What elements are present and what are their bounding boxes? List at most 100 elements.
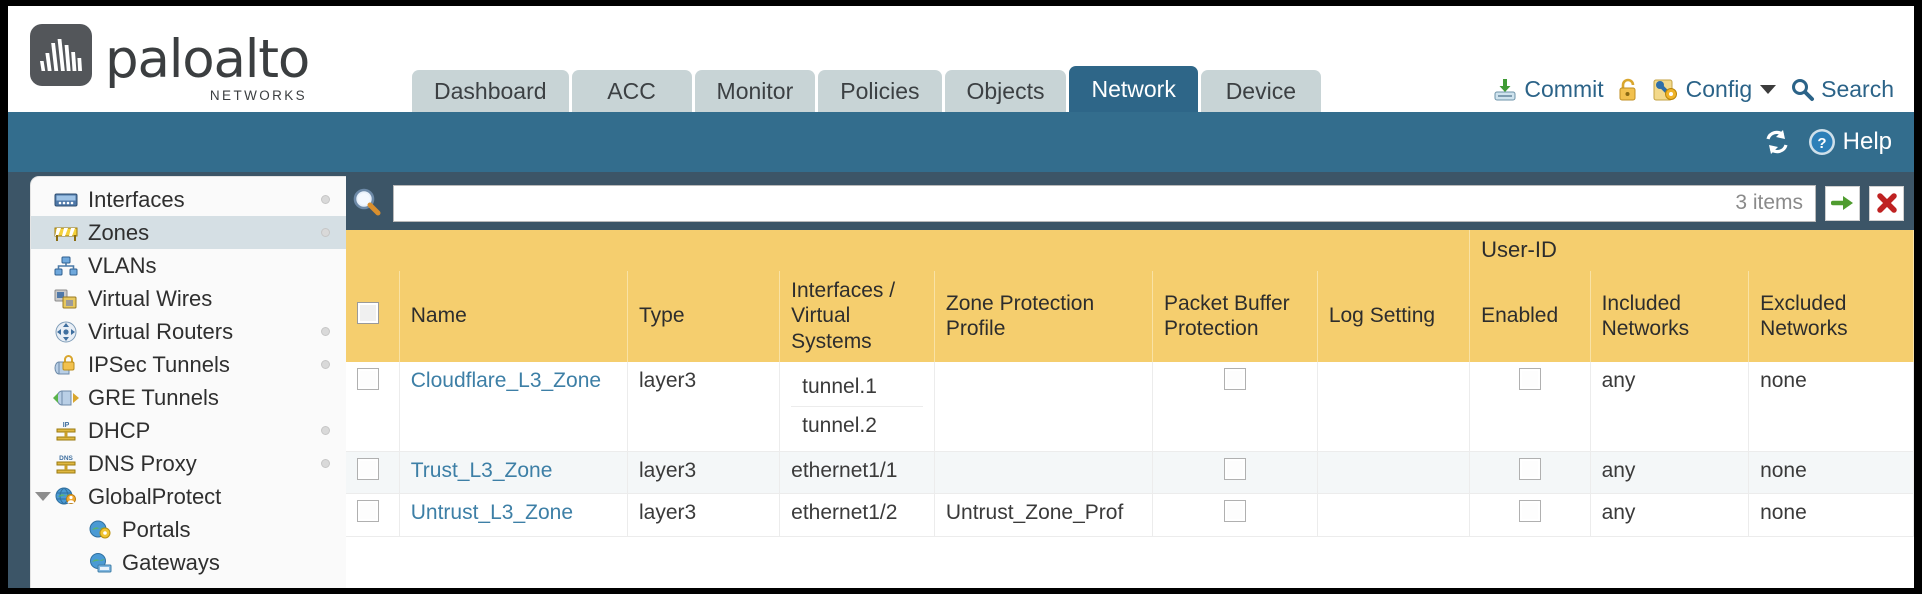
zones-table: User-ID Name Type Interfaces / Virtual S…: [346, 230, 1914, 537]
cell-packet-buffer-protection[interactable]: [1152, 361, 1318, 453]
row-select-cell[interactable]: [346, 493, 400, 537]
zone-name-link[interactable]: Cloudflare_L3_Zone: [410, 368, 602, 392]
row-checkbox[interactable]: [357, 458, 379, 481]
col-header-name[interactable]: Name: [399, 270, 629, 362]
sidebar-item-gateways[interactable]: Gateways: [31, 546, 346, 579]
sidebar-item-globalprotect[interactable]: GlobalProtect: [31, 480, 346, 513]
packet-buffer-protection-checkbox[interactable]: [1223, 500, 1246, 523]
packet-buffer-protection-checkbox[interactable]: [1223, 458, 1246, 481]
search-input-wrap[interactable]: 3 items: [393, 184, 1816, 222]
sidebar-item-virtual-routers[interactable]: Virtual Routers: [31, 315, 346, 348]
col-header-packet-buffer-protection[interactable]: Packet Buffer Protection: [1152, 270, 1318, 362]
cell-userid-enabled[interactable]: [1469, 493, 1591, 537]
apply-filter-button[interactable]: [1825, 185, 1860, 221]
cell-included-networks: any: [1590, 361, 1750, 453]
config-menu[interactable]: Config: [1652, 76, 1777, 103]
cell-name[interactable]: Trust_L3_Zone: [399, 451, 629, 495]
search-input[interactable]: [406, 191, 1726, 215]
row-select-cell[interactable]: [346, 361, 400, 453]
table-row[interactable]: Cloudflare_L3_Zone layer3 tunnel.1 tunne…: [346, 361, 1914, 453]
main-content: 3 items: [346, 176, 1914, 588]
userid-enabled-checkbox[interactable]: [1518, 458, 1541, 481]
col-header-zone-protection-profile[interactable]: Zone Protection Profile: [934, 270, 1153, 362]
table-row[interactable]: Untrust_L3_Zone layer3 ethernet1/2 Untru…: [346, 493, 1914, 537]
zones-table-wrap: User-ID Name Type Interfaces / Virtual S…: [346, 230, 1914, 588]
cell-packet-buffer-protection[interactable]: [1152, 451, 1318, 495]
sidebar-item-label: GRE Tunnels: [88, 384, 219, 410]
ipsec-tunnels-icon: [53, 354, 79, 376]
sidebar-item-vlans[interactable]: VLANs: [31, 249, 346, 282]
gre-tunnels-icon: [53, 387, 79, 409]
chevron-down-icon[interactable]: [35, 492, 51, 501]
cell-name[interactable]: Cloudflare_L3_Zone: [399, 361, 629, 453]
userid-enabled-checkbox[interactable]: [1518, 367, 1541, 390]
userid-enabled-checkbox[interactable]: [1518, 500, 1541, 523]
row-checkbox[interactable]: [357, 367, 379, 390]
refresh-button[interactable]: [1762, 128, 1792, 156]
sidebar-item-label: DHCP: [88, 417, 151, 443]
cell-userid-enabled[interactable]: [1469, 451, 1591, 495]
help-button[interactable]: ? Help: [1808, 128, 1892, 156]
sidebar-item-label: Virtual Wires: [88, 285, 213, 311]
clear-filter-button[interactable]: [1869, 185, 1904, 221]
tab-network[interactable]: Network: [1069, 66, 1198, 112]
sidebar-item-ipsec-tunnels[interactable]: IPSec Tunnels: [31, 348, 346, 381]
tab-policies[interactable]: Policies: [818, 70, 942, 112]
sidebar-item-dns-proxy[interactable]: DNS DNS Proxy: [31, 447, 346, 480]
col-header-included-networks[interactable]: Included Networks: [1590, 270, 1750, 362]
col-header-interfaces[interactable]: Interfaces / Virtual Systems: [779, 270, 935, 362]
brand-name: paloalto: [105, 29, 310, 90]
paloalto-logo-icon: [30, 24, 92, 86]
brand-logo[interactable]: paloalto NETWORKS: [30, 24, 310, 102]
commit-button[interactable]: Commit: [1492, 76, 1604, 103]
cell-name[interactable]: Untrust_L3_Zone: [399, 493, 629, 537]
search-filter-icon[interactable]: [350, 186, 384, 220]
cell-excluded-networks: none: [1748, 451, 1914, 495]
lock-button[interactable]: [1617, 77, 1639, 103]
cell-included-networks: any: [1590, 451, 1750, 495]
tab-dashboard[interactable]: Dashboard: [412, 70, 569, 112]
col-header-excluded-networks[interactable]: Excluded Networks: [1748, 270, 1914, 362]
group-spacer: [346, 230, 1471, 271]
svg-text:DNS: DNS: [59, 455, 73, 462]
interface-item: tunnel.1: [791, 368, 923, 407]
vlans-icon: [53, 255, 79, 277]
col-header-type[interactable]: Type: [627, 270, 781, 362]
packet-buffer-protection-checkbox[interactable]: [1223, 367, 1246, 390]
row-select-cell[interactable]: [346, 451, 400, 495]
cell-excluded-networks: none: [1748, 493, 1914, 537]
sidebar-nav: Interfaces: [31, 177, 346, 579]
sidebar-item-label: Zones: [88, 219, 150, 245]
sidebar-item-label: IPSec Tunnels: [88, 351, 230, 377]
select-all-checkbox[interactable]: [357, 301, 379, 324]
sidebar-item-portals[interactable]: Portals: [31, 513, 346, 546]
sidebar-item-zones[interactable]: Zones: [31, 216, 346, 249]
sidebar-item-interfaces[interactable]: Interfaces: [31, 183, 346, 216]
cell-userid-enabled[interactable]: [1469, 361, 1591, 453]
select-all-header[interactable]: [346, 270, 400, 362]
cell-zone-protection-profile: Untrust_Zone_Prof: [934, 493, 1153, 537]
col-header-enabled[interactable]: Enabled: [1469, 270, 1591, 362]
status-dot: [321, 195, 330, 204]
brand-wordmark: paloalto NETWORKS: [105, 29, 310, 102]
col-header-log-setting[interactable]: Log Setting: [1317, 270, 1471, 362]
cell-packet-buffer-protection[interactable]: [1152, 493, 1318, 537]
config-label: Config: [1685, 76, 1753, 102]
tab-monitor[interactable]: Monitor: [694, 70, 816, 112]
row-checkbox[interactable]: [357, 500, 379, 523]
search-button[interactable]: Search: [1789, 76, 1894, 103]
sub-toolbar: ? Help: [8, 112, 1914, 172]
config-icon: [1653, 79, 1677, 100]
tab-acc[interactable]: ACC: [571, 70, 692, 112]
sidebar-item-label: Interfaces: [88, 186, 185, 212]
svg-text:?: ?: [1817, 135, 1826, 152]
sidebar-item-virtual-wires[interactable]: Virtual Wires: [31, 282, 346, 315]
zone-name-link[interactable]: Untrust_L3_Zone: [410, 501, 574, 525]
interface-list: tunnel.1 tunnel.2: [791, 368, 923, 446]
sidebar-item-gre-tunnels[interactable]: GRE Tunnels: [31, 381, 346, 414]
tab-objects[interactable]: Objects: [944, 70, 1067, 112]
tab-device[interactable]: Device: [1200, 70, 1321, 112]
table-row[interactable]: Trust_L3_Zone layer3 ethernet1/1: [346, 451, 1914, 495]
zone-name-link[interactable]: Trust_L3_Zone: [410, 459, 553, 483]
sidebar-item-dhcp[interactable]: IP DHCP: [31, 414, 346, 447]
